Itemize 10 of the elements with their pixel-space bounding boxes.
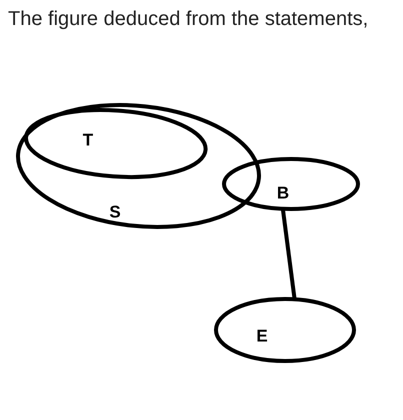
set-label: S [109,203,121,220]
set-label: B [276,184,290,202]
set-ellipse [16,103,262,229]
connector-line [280,208,297,300]
title-text: The figure deduced from the statements, [8,8,368,31]
set-ellipse [222,157,360,211]
set-ellipse [214,297,356,363]
set-label: E [256,328,268,344]
set-ellipse [24,108,208,180]
set-label: T [82,131,94,148]
